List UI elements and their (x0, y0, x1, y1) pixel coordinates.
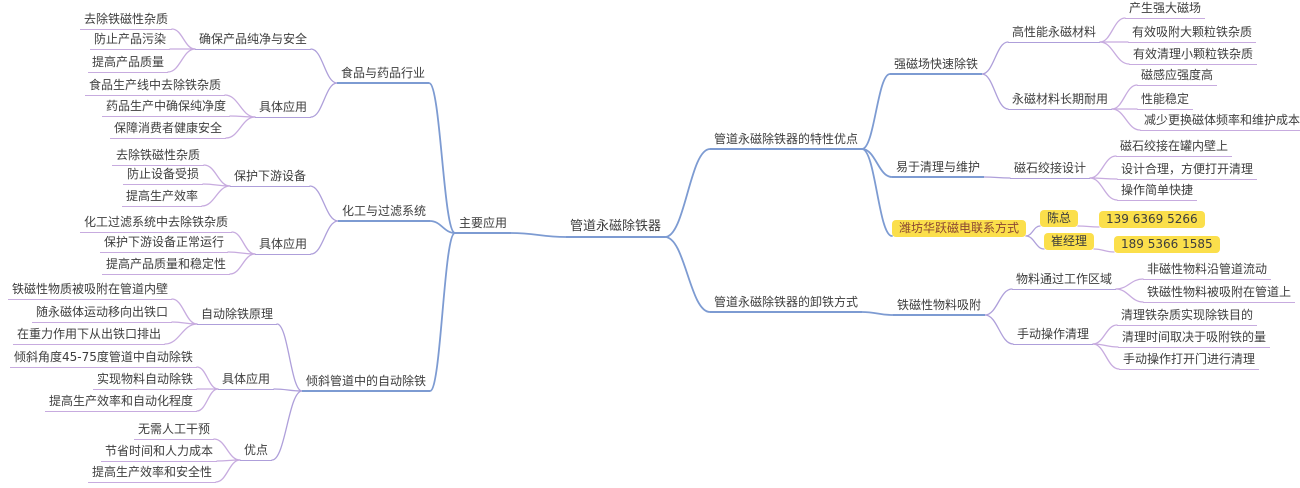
leaf-magnetic-adsorbed-on-pipe[interactable]: 铁磁性物料被吸附在管道上 (1143, 284, 1296, 303)
leaf-protect-consumer-health[interactable]: 保障消费者健康安全 (110, 120, 227, 139)
leaf-move-with-magnet-to-outlet[interactable]: 随永磁体运动移向出铁口 (32, 304, 173, 323)
node-root[interactable]: 管道永磁除铁器 (566, 218, 666, 238)
node-features-advantages[interactable]: 管道永磁除铁器的特性优点 (710, 131, 863, 150)
leaf-strong-magnetic-field[interactable]: 产生强大磁场 (1125, 0, 1206, 19)
leaf-clean-small-particles[interactable]: 有效清理小颗粒铁杂质 (1129, 46, 1258, 65)
leaf-clean-time-depends-amount[interactable]: 清理时间取决于吸附铁的量 (1118, 329, 1271, 348)
leaf-material-auto-removal[interactable]: 实现物料自动除铁 (93, 371, 198, 390)
node-advantages[interactable]: 优点 (240, 442, 273, 461)
node-food-pharma-industry[interactable]: 食品与药品行业 (337, 65, 430, 84)
node-contact-chen[interactable]: 陈总 (1040, 210, 1079, 227)
node-inclined-specific-applications[interactable]: 具体应用 (218, 371, 275, 390)
node-magnet-hinge-design[interactable]: 磁石绞接设计 (1010, 160, 1091, 179)
leaf-stable-performance[interactable]: 性能稳定 (1137, 91, 1194, 110)
node-inclined-pipe-auto-removal[interactable]: 倾斜管道中的自动除铁 (302, 373, 431, 392)
leaf-adsorb-large-particles[interactable]: 有效吸附大颗粒铁杂质 (1128, 24, 1257, 43)
leaf-gravity-discharge[interactable]: 在重力作用下从出铁口排出 (13, 326, 166, 345)
node-chemical-filtration-system[interactable]: 化工与过滤系统 (338, 203, 431, 222)
node-chem-specific-applications[interactable]: 具体应用 (255, 236, 312, 255)
leaf-improve-product-quality[interactable]: 提高产品质量 (88, 54, 169, 73)
leaf-magnet-hinged-tank-wall[interactable]: 磁石绞接在罐内壁上 (1116, 138, 1233, 157)
node-food-specific-applications[interactable]: 具体应用 (255, 99, 312, 118)
leaf-reasonable-design-easy-open[interactable]: 设计合理，方便打开清理 (1117, 161, 1258, 180)
node-ferromagnetic-adsorption[interactable]: 铁磁性物料吸附 (893, 297, 986, 316)
leaf-remove-ferromagnetic-impurities-chem[interactable]: 去除铁磁性杂质 (112, 147, 205, 166)
leaf-nonmagnetic-flow-along-pipe[interactable]: 非磁性物料沿管道流动 (1143, 261, 1272, 280)
leaf-reduce-replacement-cost[interactable]: 减少更换磁体频率和维护成本 (1140, 112, 1300, 131)
node-unloading-methods[interactable]: 管道永磁除铁器的卸铁方式 (710, 294, 863, 313)
node-durable-magnet-material[interactable]: 永磁材料长期耐用 (1008, 91, 1113, 110)
node-easy-cleaning-maintenance[interactable]: 易于清理与维护 (892, 159, 985, 178)
node-contact-info[interactable]: 潍坊华跃磁电联系方式 (892, 220, 1027, 237)
node-strong-field-fast-removal[interactable]: 强磁场快速除铁 (890, 56, 983, 75)
leaf-efficiency-safety[interactable]: 提高生产效率和安全性 (88, 464, 217, 483)
node-high-performance-magnet[interactable]: 高性能永磁材料 (1008, 24, 1101, 43)
leaf-prevent-product-contamination[interactable]: 防止产品污染 (90, 31, 171, 50)
leaf-high-flux-density[interactable]: 磁感应强度高 (1137, 67, 1218, 86)
leaf-remove-ferromagnetic-impurities-food[interactable]: 去除铁磁性杂质 (80, 11, 173, 30)
leaf-simple-quick-operation[interactable]: 操作简单快捷 (1117, 182, 1198, 201)
leaf-chem-filter-remove-iron[interactable]: 化工过滤系统中去除铁杂质 (80, 214, 233, 233)
node-manual-cleaning[interactable]: 手动操作清理 (1013, 326, 1094, 345)
leaf-improve-quality-stability[interactable]: 提高产品质量和稳定性 (102, 256, 231, 275)
node-ensure-purity-safety[interactable]: 确保产品纯净与安全 (195, 31, 312, 50)
node-auto-removal-principle[interactable]: 自动除铁原理 (197, 306, 278, 325)
node-contact-cui[interactable]: 崔经理 (1044, 233, 1095, 250)
node-protect-downstream-equipment[interactable]: 保护下游设备 (230, 168, 311, 187)
node-cui-phone[interactable]: 189 5366 1585 (1114, 236, 1220, 253)
leaf-clean-iron-achieve-goal[interactable]: 清理铁杂质实现除铁目的 (1117, 307, 1258, 326)
leaf-adsorbed-on-pipe-wall[interactable]: 铁磁性物质被吸附在管道内壁 (8, 281, 173, 300)
leaf-improve-production-efficiency[interactable]: 提高生产效率 (122, 188, 203, 207)
leaf-save-time-labor[interactable]: 节省时间和人力成本 (101, 443, 218, 462)
leaf-downstream-normal-operation[interactable]: 保护下游设备正常运行 (100, 234, 229, 253)
leaf-manual-open-door-clean[interactable]: 手动操作打开门进行清理 (1119, 351, 1260, 370)
node-material-through-work-zone[interactable]: 物料通过工作区域 (1012, 271, 1117, 290)
leaf-efficiency-automation[interactable]: 提高生产效率和自动化程度 (45, 393, 198, 412)
node-chen-phone[interactable]: 139 6369 5266 (1099, 211, 1205, 228)
leaf-food-line-remove-iron[interactable]: 食品生产线中去除铁杂质 (85, 77, 226, 96)
leaf-prevent-equipment-damage[interactable]: 防止设备受损 (123, 166, 204, 185)
node-main-applications[interactable]: 主要应用 (455, 215, 512, 234)
leaf-pharma-ensure-purity[interactable]: 药品生产中确保纯净度 (102, 98, 231, 117)
leaf-angle-45-75-auto-removal[interactable]: 倾斜角度45-75度管道中自动除铁 (10, 349, 197, 368)
leaf-no-manual-intervention[interactable]: 无需人工干预 (134, 421, 215, 440)
